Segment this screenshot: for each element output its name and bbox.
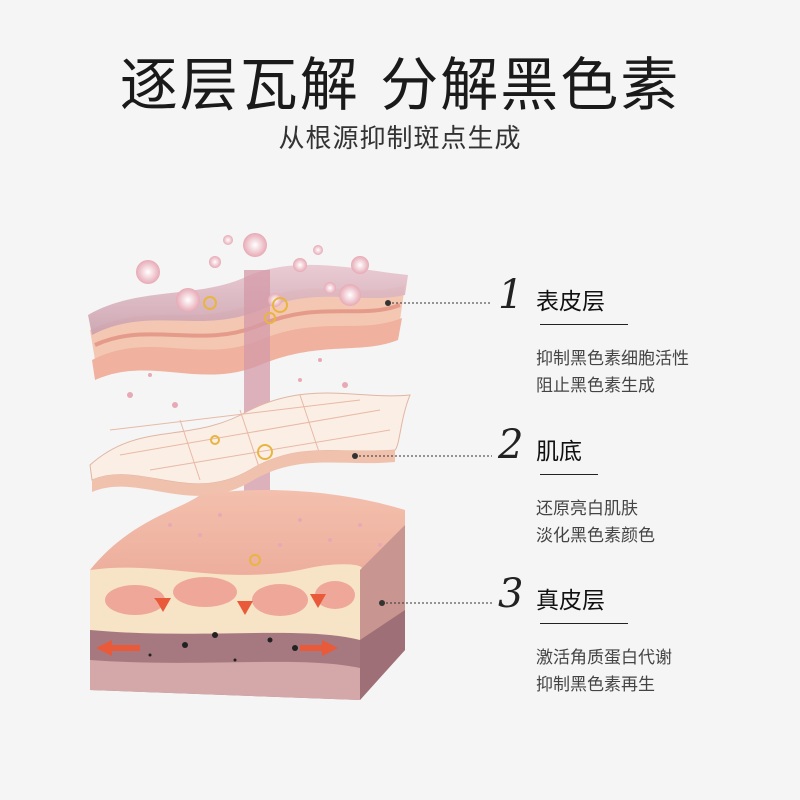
page-subtitle: 从根源抑制斑点生成 [278, 124, 522, 154]
layer-description: 抑制黑色素细胞活性 阻止黑色素生成 [536, 349, 689, 396]
layer-heading: 表皮层 [536, 289, 605, 315]
layer-description: 还原亮白肌肤 淡化黑色素颜色 [536, 499, 655, 546]
layer-number: 3 [498, 571, 524, 617]
heading-underline [540, 623, 628, 624]
page-title: 逐层瓦解 分解黑色素 [119, 51, 681, 119]
heading-underline [540, 474, 598, 475]
basal-layer [89, 392, 411, 496]
dermis-block [90, 490, 405, 700]
melanin-dots [148, 632, 298, 662]
layer-number: 1 [498, 272, 524, 318]
layer-heading: 真皮层 [536, 588, 605, 614]
gold-particles [203, 296, 288, 566]
bubbles [136, 233, 369, 312]
layer-number: 2 [498, 422, 524, 468]
heading-underline [540, 324, 628, 325]
layer-description: 激活角质蛋白代谢 抑制黑色素再生 [536, 648, 672, 695]
particles [127, 358, 382, 547]
spread-arrows [96, 594, 338, 656]
leader-lines [355, 302, 492, 604]
layer-heading: 肌底 [536, 439, 582, 465]
